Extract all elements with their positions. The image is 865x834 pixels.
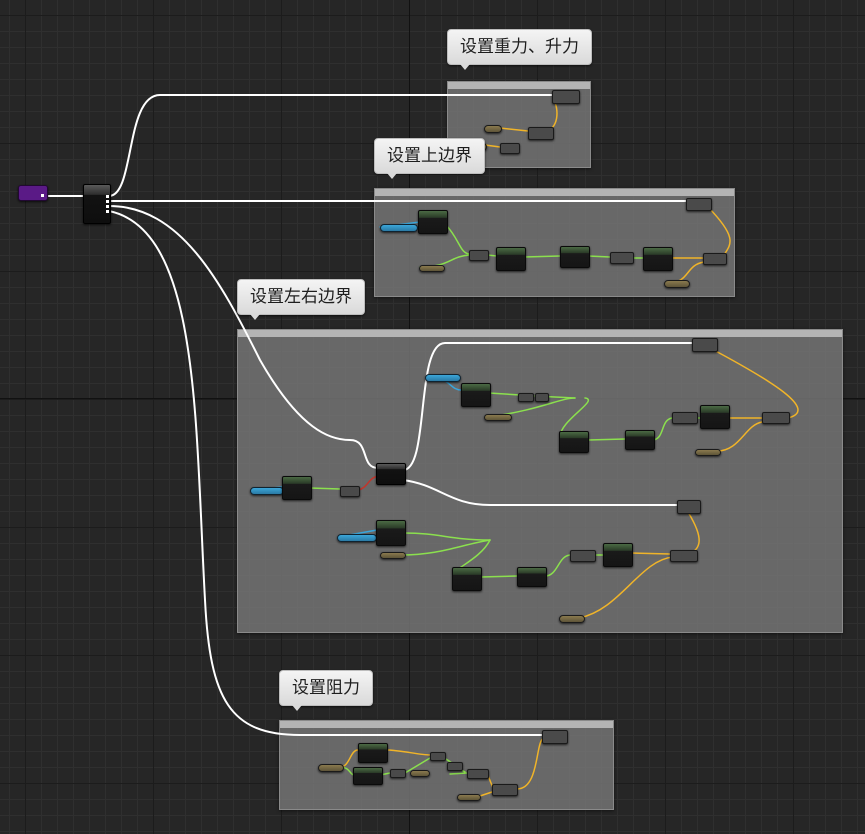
comment-header[interactable]: [448, 82, 590, 89]
branch-node[interactable]: [376, 463, 406, 485]
set-node[interactable]: [542, 730, 568, 744]
math-node[interactable]: [492, 784, 518, 796]
variable-getter[interactable]: [695, 449, 721, 456]
function-node[interactable]: [452, 567, 482, 591]
comment-label-drag[interactable]: 设置阻力: [279, 670, 373, 711]
function-node[interactable]: [700, 405, 730, 429]
set-node[interactable]: [670, 550, 698, 562]
function-node[interactable]: [625, 430, 655, 450]
set-node[interactable]: [552, 90, 580, 104]
function-node[interactable]: [517, 567, 547, 587]
variable-getter[interactable]: [484, 125, 502, 133]
variable-getter[interactable]: [457, 794, 481, 801]
math-node[interactable]: [672, 412, 698, 424]
variable-getter[interactable]: [419, 265, 445, 272]
function-node[interactable]: [560, 246, 590, 268]
set-node[interactable]: [692, 338, 718, 352]
comment-header[interactable]: [238, 330, 842, 337]
math-node[interactable]: [500, 143, 520, 154]
function-node[interactable]: [496, 247, 526, 271]
function-node[interactable]: [559, 431, 589, 453]
math-node[interactable]: [390, 769, 406, 778]
function-node[interactable]: [418, 210, 448, 234]
variable-getter[interactable]: [380, 552, 406, 559]
function-node[interactable]: [603, 543, 633, 567]
function-node[interactable]: [461, 383, 491, 407]
compare-node[interactable]: [469, 250, 489, 261]
comment-header[interactable]: [375, 189, 734, 196]
vector-getter[interactable]: [380, 224, 418, 232]
comment-label-lr-bound[interactable]: 设置左右边界: [237, 279, 365, 320]
exec-pin[interactable]: [106, 205, 109, 208]
vector-getter[interactable]: [250, 487, 284, 495]
variable-getter[interactable]: [318, 764, 344, 772]
comment-header[interactable]: [280, 721, 613, 728]
vector-getter[interactable]: [337, 534, 377, 542]
function-node[interactable]: [376, 520, 406, 546]
comment-box-top-bound[interactable]: [374, 188, 735, 297]
variable-getter[interactable]: [484, 414, 512, 421]
math-node[interactable]: [610, 252, 634, 264]
math-node[interactable]: [447, 762, 463, 771]
math-node[interactable]: [430, 752, 446, 761]
function-node[interactable]: [358, 743, 388, 763]
math-node[interactable]: [467, 769, 489, 779]
variable-getter[interactable]: [559, 615, 585, 623]
comment-label-gravity[interactable]: 设置重力、升力: [447, 29, 592, 70]
comment-label-top-bound[interactable]: 设置上边界: [374, 138, 485, 179]
math-node[interactable]: [528, 127, 554, 140]
exec-pin[interactable]: [106, 210, 109, 213]
function-node[interactable]: [353, 767, 383, 785]
exec-pin[interactable]: [41, 194, 44, 197]
function-node[interactable]: [643, 247, 673, 271]
vector-getter[interactable]: [425, 374, 461, 382]
exec-pin[interactable]: [106, 195, 109, 198]
set-node[interactable]: [762, 412, 790, 424]
exec-pin[interactable]: [106, 200, 109, 203]
compare-node[interactable]: [340, 486, 360, 497]
function-node[interactable]: [282, 476, 312, 500]
math-node[interactable]: [570, 550, 596, 562]
set-node[interactable]: [686, 198, 712, 211]
set-node[interactable]: [677, 500, 701, 514]
set-node[interactable]: [703, 253, 727, 265]
sequence-node[interactable]: [83, 184, 111, 224]
compare-node[interactable]: [535, 393, 549, 402]
event-node[interactable]: [18, 185, 48, 201]
variable-getter[interactable]: [410, 770, 430, 777]
compare-node[interactable]: [518, 393, 534, 402]
variable-getter[interactable]: [664, 280, 690, 288]
